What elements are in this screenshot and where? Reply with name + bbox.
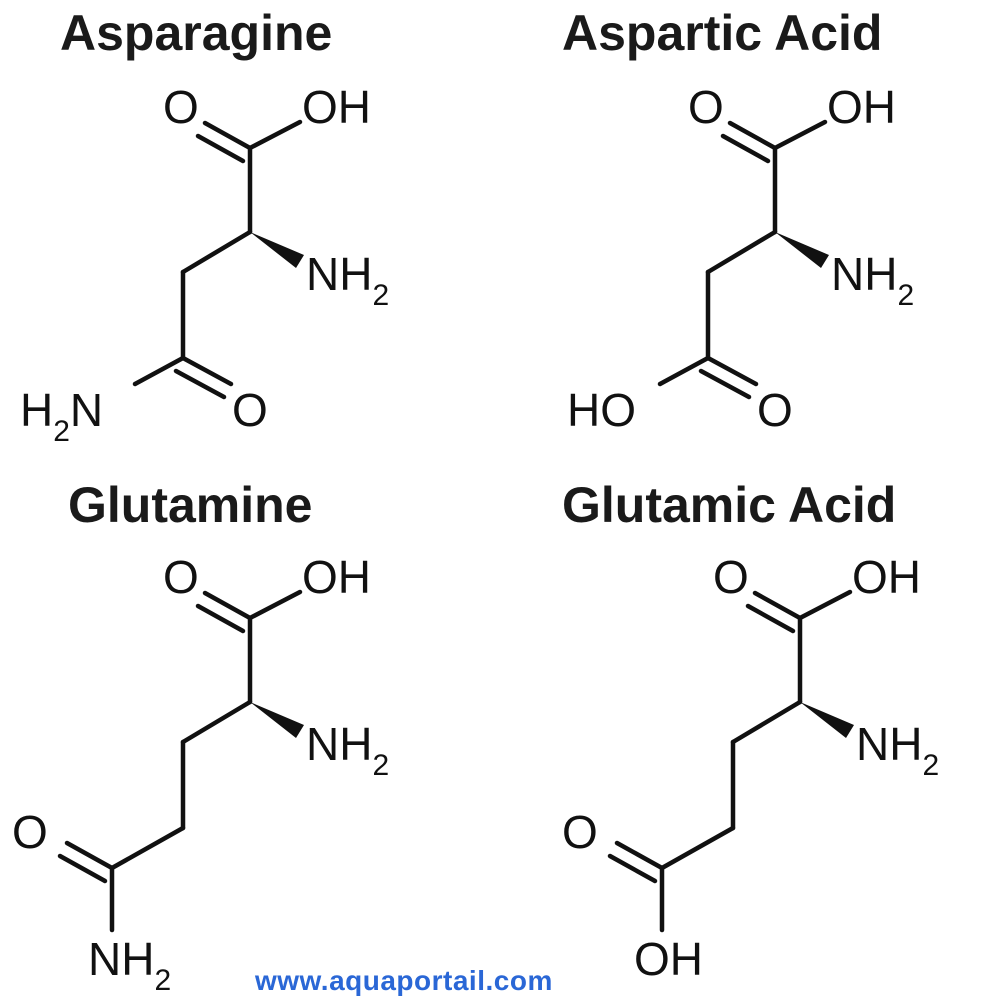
stereo-wedge-bond — [250, 702, 304, 738]
atom-amine: NH2 — [856, 718, 939, 782]
atom-hydroxyl: OH — [852, 551, 921, 603]
stereo-wedge-bond — [800, 702, 854, 738]
bond-amide-c-o-double-1 — [180, 355, 234, 387]
bond-acid-c-o-double-1 — [614, 840, 665, 871]
bond-amide-c-o-double-2 — [173, 368, 227, 400]
atom-hydroxyl: OH — [302, 551, 371, 603]
molecule-glutamic-acid: Glutamic Acid O OH NH2 O OH — [562, 477, 939, 985]
stereo-wedge-bond — [250, 232, 304, 268]
bond-acid-c-o-double-2 — [698, 368, 752, 400]
bond-amide-c-n — [132, 355, 186, 387]
bond-c-o-double-1 — [202, 590, 253, 621]
atom-carbonyl-oxygen: O — [163, 81, 199, 133]
atom-amine: NH2 — [306, 248, 389, 312]
molecule-title: Glutamine — [68, 477, 312, 533]
bond-c-o-double-2 — [745, 603, 796, 634]
atom-amide-oxygen: O — [232, 384, 268, 436]
atom-amine: NH2 — [306, 718, 389, 782]
bond-acid-c-o-double-1 — [705, 355, 759, 387]
atom-amine: NH2 — [831, 248, 914, 312]
footer-url[interactable]: www.aquaportail.com — [252, 963, 555, 999]
atom-carbonyl-oxygen: O — [713, 551, 749, 603]
atom-carbonyl-oxygen: O — [163, 551, 199, 603]
atom-hydroxyl: OH — [827, 81, 896, 133]
bond-c-oh — [247, 589, 303, 621]
atom-amide-oxygen: O — [12, 806, 48, 858]
bond-c-oh — [772, 119, 828, 151]
bond-c-o-double-2 — [195, 603, 246, 634]
stereo-wedge-bond — [775, 232, 829, 268]
bond-c-o-double-1 — [727, 120, 778, 151]
atom-amide-nitrogen: H2N — [20, 384, 103, 448]
bond-c-oh — [797, 589, 853, 621]
molecule-glutamine: Glutamine O OH NH2 O NH2 — [12, 477, 389, 997]
bond-alpha-beta — [180, 699, 253, 745]
atom-side-oxygen: O — [757, 384, 793, 436]
bond-acid-c-o-double-2 — [607, 853, 658, 884]
bond-c-oh — [247, 119, 303, 151]
bond-c-o-double-2 — [720, 133, 771, 164]
atom-amide-nitrogen: NH2 — [88, 933, 171, 997]
molecule-title: Aspartic Acid — [562, 5, 882, 61]
molecule-title: Glutamic Acid — [562, 477, 896, 533]
bond-alpha-beta — [705, 229, 778, 275]
bond-gamma-amide-c — [109, 825, 186, 871]
molecule-asparagine: Asparagine O OH NH2 H2N O — [20, 5, 389, 448]
atom-side-oxygen: O — [562, 806, 598, 858]
molecule-aspartic-acid: Aspartic Acid O OH NH2 HO O — [562, 5, 914, 436]
bond-amide-c-o-double-1 — [64, 840, 115, 871]
atom-side-hydroxyl: OH — [634, 933, 703, 985]
atom-hydroxyl: OH — [302, 81, 371, 133]
bond-alpha-beta — [180, 229, 253, 275]
bond-gamma-acid-c — [659, 825, 736, 871]
atom-side-hydroxyl: HO — [567, 384, 636, 436]
bond-alpha-beta — [730, 699, 803, 745]
atom-carbonyl-oxygen: O — [688, 81, 724, 133]
bond-c-o-double-1 — [752, 590, 803, 621]
bond-acid-c-oh — [657, 355, 711, 387]
molecule-title: Asparagine — [60, 5, 332, 61]
bond-amide-c-o-double-2 — [57, 853, 108, 884]
bond-c-o-double-1 — [202, 120, 253, 151]
bond-c-o-double-2 — [195, 133, 246, 164]
